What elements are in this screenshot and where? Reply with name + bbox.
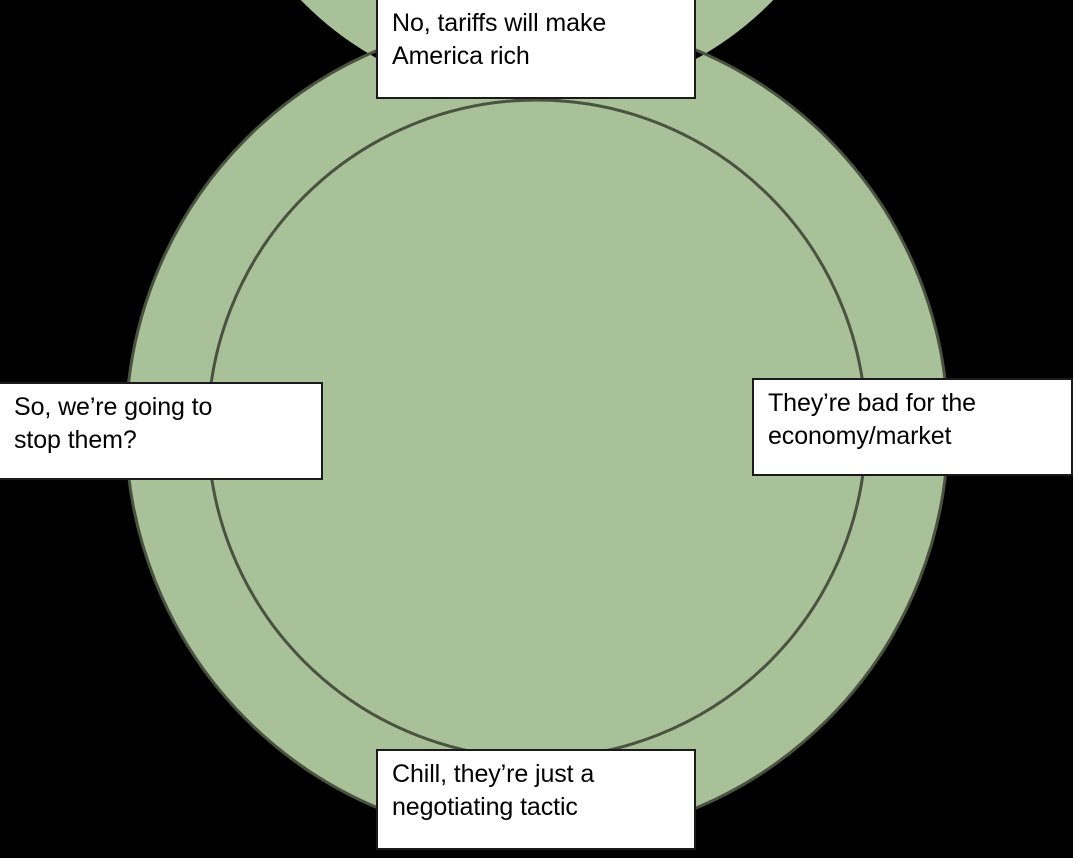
- ring-band-shape: [126, 0, 948, 840]
- cycle-node-left[interactable]: So, we’re going to stop them?: [0, 382, 323, 480]
- cycle-node-right[interactable]: They’re bad for the economy/market: [752, 378, 1073, 476]
- cycle-node-top[interactable]: No, tariffs will make America rich: [376, 0, 696, 99]
- cycle-node-bottom[interactable]: Chill, they’re just a negotiating tactic: [376, 749, 696, 850]
- cycle-node-left-line1: So, we’re going to: [14, 393, 213, 421]
- cycle-node-bottom-line1: Chill, they’re just a: [392, 760, 595, 788]
- cycle-node-top-line1: No, tariffs will make: [392, 9, 607, 37]
- cycle-node-right-line2: economy/market: [768, 421, 952, 450]
- cycle-node-bottom-line2: negotiating tactic: [392, 792, 578, 821]
- cycle-node-top-line2: America rich: [392, 41, 530, 70]
- cycle-node-left-line2: stop them?: [14, 425, 137, 454]
- cycle-node-right-line1: They’re bad for the: [768, 389, 976, 417]
